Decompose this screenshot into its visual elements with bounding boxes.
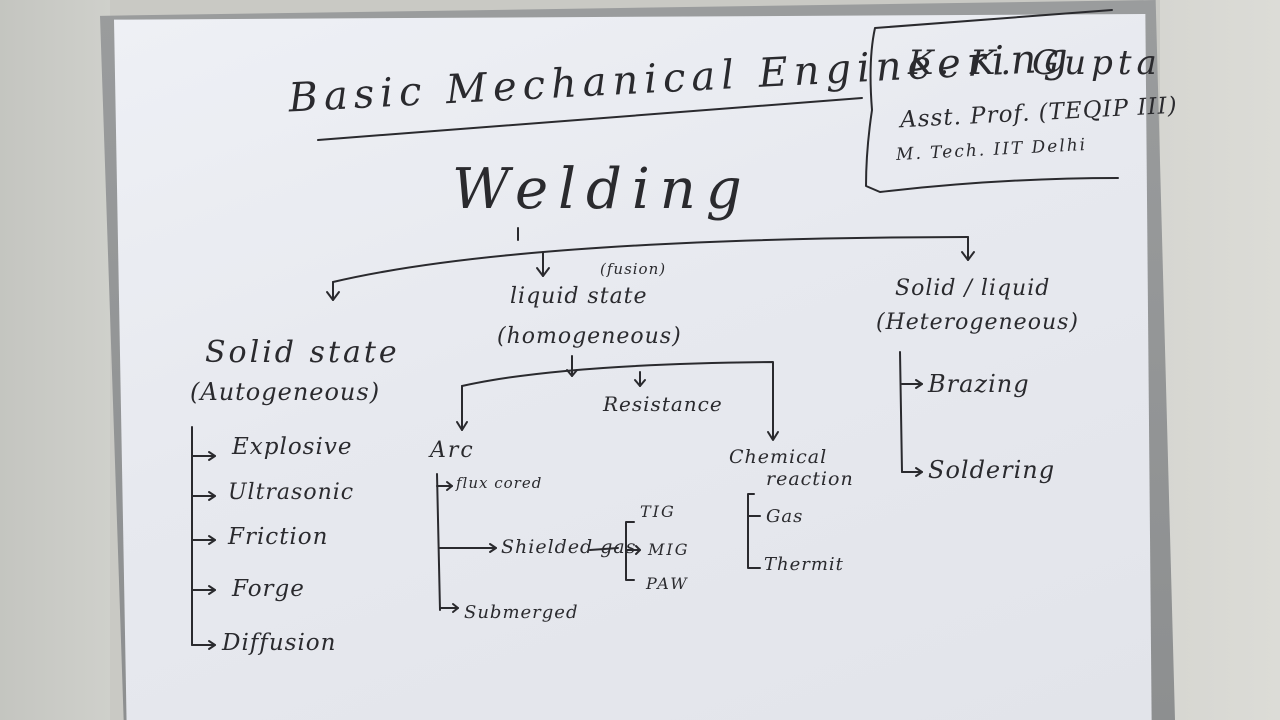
solid-state-subtitle: (Autogeneous) bbox=[190, 378, 381, 406]
liquid-state-title: liquid state bbox=[510, 284, 648, 309]
chemical-item: Thermit bbox=[764, 554, 844, 575]
solid-item: Forge bbox=[232, 576, 305, 602]
topic-title: Welding bbox=[452, 157, 752, 222]
author-name: K. K. Gupta bbox=[908, 43, 1162, 83]
chemical-title-line2: reaction bbox=[766, 468, 854, 490]
wall-right bbox=[1160, 0, 1280, 720]
author-box bbox=[865, 9, 1119, 193]
solid-item: Diffusion bbox=[222, 630, 337, 656]
solid-item: Ultrasonic bbox=[228, 480, 355, 505]
gas-type: MIG bbox=[648, 540, 690, 559]
resistance-label: Resistance bbox=[603, 392, 723, 416]
gas-type: PAW bbox=[646, 574, 689, 593]
liquid-state-subtitle: (homogeneous) bbox=[497, 324, 682, 349]
solid-liquid-subtitle: (Heterogeneous) bbox=[876, 310, 1079, 335]
gas-type: TIG bbox=[640, 502, 676, 521]
liquid-branch bbox=[461, 361, 774, 439]
main-branch bbox=[332, 236, 969, 283]
arc-title: Arc bbox=[430, 438, 475, 463]
shielded-gas-label: Shielded gas bbox=[501, 536, 637, 558]
solid-liquid-item: Brazing bbox=[928, 370, 1030, 398]
solid-item: Friction bbox=[228, 524, 329, 550]
chemical-item: Gas bbox=[766, 506, 804, 527]
solid-state-title: Solid state bbox=[205, 335, 400, 370]
wall-left bbox=[0, 0, 110, 720]
submerged-label: Submerged bbox=[464, 602, 579, 623]
flux-cored-label: flux cored bbox=[456, 474, 543, 492]
solid-item: Explosive bbox=[232, 434, 353, 460]
title-underline bbox=[317, 97, 863, 141]
chemical-list-line bbox=[747, 493, 761, 569]
solid-liquid-item: Soldering bbox=[928, 456, 1056, 484]
solid-liquid-title: Solid / liquid bbox=[895, 276, 1051, 301]
chemical-title-line1: Chemical bbox=[729, 446, 828, 468]
liquid-state-note: (fusion) bbox=[600, 260, 667, 278]
